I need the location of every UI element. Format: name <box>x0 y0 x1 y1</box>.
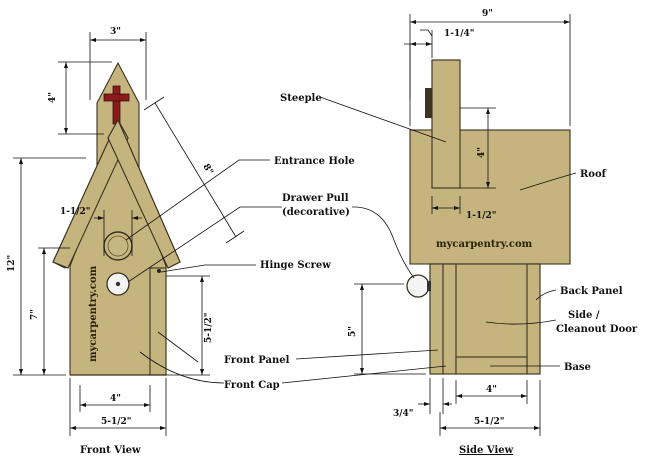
dim-side-front-thickness: 3/4" <box>393 409 414 419</box>
side-view-caption: Side View <box>459 445 514 456</box>
front-watermark: mycarpentry.com <box>88 265 99 362</box>
callout-entrance-hole: Entrance Hole <box>274 156 355 167</box>
callout-back-panel: Back Panel <box>560 286 623 297</box>
callout-side-cleanout-line2: Cleanout Door <box>556 324 638 335</box>
callout-front-cap: Front Cap <box>224 380 280 391</box>
side-back-panel <box>526 263 541 375</box>
callout-roof: Roof <box>580 169 607 180</box>
callout-side-cleanout-line1: Side / <box>568 310 600 321</box>
hinge-screw <box>157 269 161 273</box>
callout-drawer-pull-line2: (decorative) <box>282 207 350 218</box>
dim-front-roof-slope: 8" <box>200 162 214 177</box>
front-view: mycarpentry.com 3" 4" 8" <box>7 27 245 456</box>
dim-side-steeple-depth: 1-1/4" <box>444 29 475 39</box>
dim-front-steeple-width: 3" <box>110 27 121 37</box>
callout-drawer-pull-line1: Drawer Pull <box>282 193 349 204</box>
dim-front-overall-height: 12" <box>7 255 17 272</box>
dim-front-outer-width: 5-1/2" <box>101 417 132 427</box>
dim-side-door-height: 5" <box>348 326 358 337</box>
side-front-cap-edge <box>442 263 457 375</box>
callout-front-panel: Front Panel <box>224 355 290 366</box>
dim-side-steeple-offset: 1-1/2" <box>466 211 497 221</box>
dim-side-overall-width: 9" <box>482 9 493 19</box>
dim-front-wall-height: 7" <box>30 309 40 320</box>
front-dimensions: 3" 4" 8" 1-1/2" 12" <box>7 27 245 436</box>
dim-side-inner-width: 4" <box>486 385 497 395</box>
dim-side-outer-width: 5-1/2" <box>474 417 505 427</box>
side-base <box>455 356 528 375</box>
front-cap-strip <box>149 267 167 376</box>
callouts: Entrance Hole Drawer Pull (decorative) H… <box>125 93 638 391</box>
dim-front-hole: 1-1/2" <box>60 207 91 217</box>
callout-base: Base <box>564 362 591 373</box>
side-front-panel-edge <box>429 263 444 375</box>
side-watermark: mycarpentry.com <box>436 239 533 250</box>
dim-side-steeple-height: 4" <box>477 147 487 158</box>
front-view-caption: Front View <box>80 445 141 456</box>
side-dimensions: 9" 1-1/4" 4" 1-1/2" 5" <box>348 9 571 436</box>
side-view: mycarpentry.com 9" 1-1/4" 4" <box>348 9 571 456</box>
dim-front-inner-width: 4" <box>110 394 121 404</box>
side-drawer-pull <box>406 274 430 298</box>
callout-hinge-screw: Hinge Screw <box>260 260 331 271</box>
side-steeple-cross-edge <box>425 88 433 118</box>
dim-front-panel-height: 5-1/2" <box>204 313 214 344</box>
callout-steeple: Steeple <box>280 93 322 104</box>
dim-front-steeple-height: 4" <box>48 92 58 103</box>
